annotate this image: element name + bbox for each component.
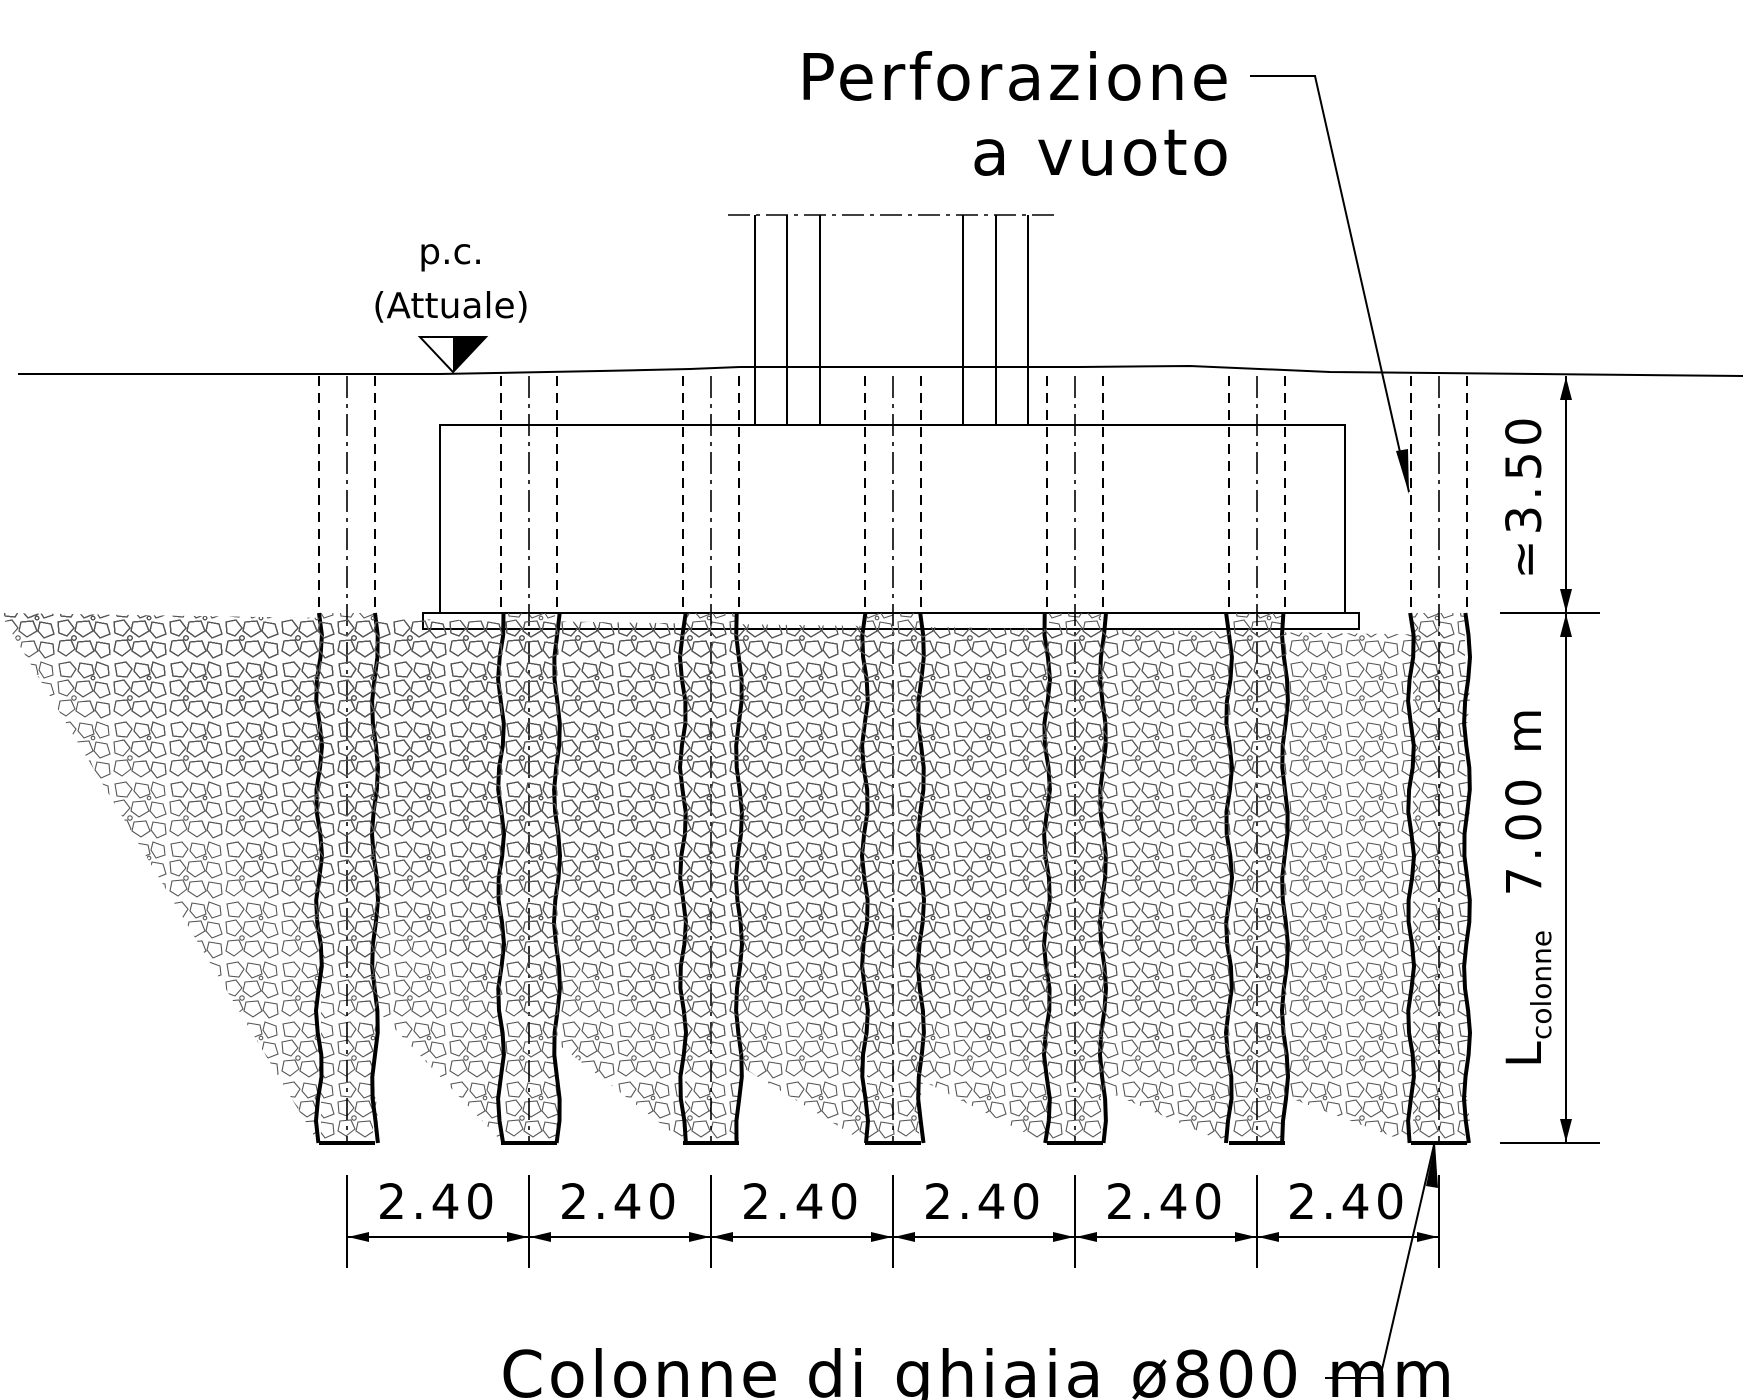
spacing-label: 2.40 — [377, 1175, 500, 1231]
dim-top-label: ≃3.50 — [1497, 412, 1553, 579]
perforazione-label-2: a vuoto — [971, 117, 1233, 191]
colonne-label: Colonne di ghiaia ø800 mm — [500, 1339, 1457, 1400]
dimension-arrow-icon — [712, 1232, 733, 1242]
perforazione-label: Perforazione — [797, 42, 1233, 116]
vertical-dimension — [1500, 376, 1600, 1144]
dim-length-label: 7.00 m — [1497, 704, 1553, 897]
leader-arrow-icon — [1396, 449, 1409, 494]
spacing-label: 2.40 — [1105, 1175, 1228, 1231]
ground-level-marker-icon — [417, 336, 489, 374]
ground-line — [18, 364, 1743, 377]
dimension-arrow-icon — [1235, 1232, 1256, 1242]
pc-label: p.c. — [418, 232, 484, 273]
dimension-arrow-icon — [894, 1232, 915, 1242]
upper-structure — [728, 214, 1055, 425]
dimension-arrow-icon — [689, 1232, 710, 1242]
spacing-label: 2.40 — [923, 1175, 1046, 1231]
dimension-arrow-icon — [507, 1232, 528, 1242]
dimension-arrow-icon — [1258, 1232, 1279, 1242]
pc-label-attuale: (Attuale) — [372, 286, 529, 327]
dimension-arrow-icon — [348, 1232, 369, 1242]
dim-length-subscript: colonne — [1525, 930, 1558, 1040]
dimension-arrow-icon — [871, 1232, 892, 1242]
spacing-label: 2.40 — [559, 1175, 682, 1231]
leader-arrow-icon — [1426, 1143, 1438, 1188]
dimension-arrow-icon — [530, 1232, 551, 1242]
dimension-arrow-icon — [1053, 1232, 1074, 1242]
dim-length-prefix: L — [1497, 1037, 1553, 1068]
dimension-arrow-icon — [1076, 1232, 1097, 1242]
perforazione-leader — [1250, 75, 1410, 493]
colonne-leader — [1325, 1144, 1435, 1379]
dimension-arrow-icon — [1417, 1232, 1438, 1242]
horizontal-dimension: 2.40 2.40 2.40 2.40 2.40 2.40 — [346, 1175, 1440, 1268]
gravel-column — [0, 376, 1473, 1145]
spacing-label: 2.40 — [741, 1175, 864, 1231]
gravel-columns — [0, 376, 1473, 1145]
spacing-label: 2.40 — [1287, 1175, 1410, 1231]
